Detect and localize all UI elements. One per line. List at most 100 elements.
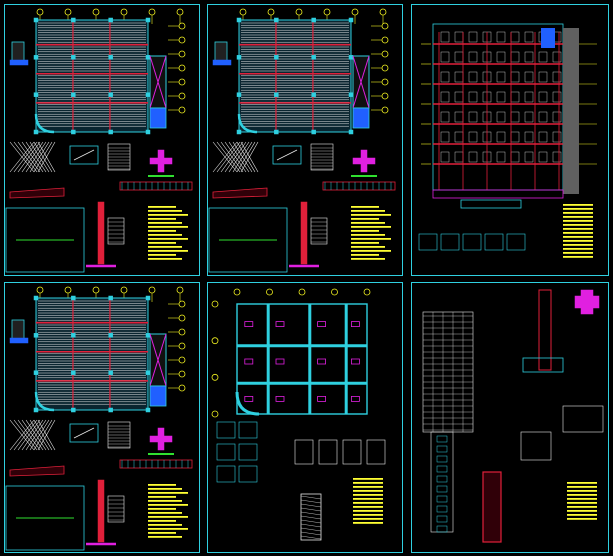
- window: [440, 91, 450, 103]
- grid-bubble: [178, 342, 186, 350]
- hatch: [33, 141, 53, 173]
- sheet-structural-details[interactable]: [411, 282, 609, 553]
- footing-section: [522, 357, 564, 373]
- hatch: [224, 141, 247, 173]
- window: [524, 71, 534, 83]
- hatch: [21, 141, 44, 173]
- section-strip: [9, 465, 65, 477]
- column: [236, 55, 242, 60]
- cross-detail: [352, 157, 376, 165]
- column: [33, 55, 39, 60]
- hatch: [232, 141, 253, 173]
- note-text: [351, 230, 379, 232]
- hatch: [17, 419, 41, 451]
- grid-bubble: [178, 50, 186, 58]
- beam-elevation: [119, 181, 193, 191]
- note-text: [563, 236, 593, 238]
- column: [311, 92, 316, 97]
- column: [108, 295, 113, 301]
- window: [552, 51, 562, 63]
- note-text: [148, 512, 182, 514]
- note-text: [351, 210, 385, 212]
- column-elevation: [538, 289, 552, 371]
- window: [524, 111, 534, 123]
- note-text: [567, 518, 597, 520]
- pile-hatch: [300, 503, 322, 508]
- note-text: [353, 522, 383, 524]
- column-schedule: [310, 217, 328, 245]
- section-strip: [212, 187, 268, 199]
- note-text: [351, 250, 391, 252]
- note-text: [563, 252, 593, 254]
- note-text: [148, 210, 182, 212]
- note-text: [563, 216, 593, 218]
- grid-bubble: [178, 78, 186, 86]
- window: [454, 91, 464, 103]
- note-text: [563, 256, 593, 258]
- pile-hatch: [300, 515, 322, 520]
- column: [71, 333, 76, 338]
- column: [108, 407, 113, 413]
- detail-box: [69, 423, 99, 443]
- foundation: [432, 189, 564, 199]
- window: [524, 51, 534, 63]
- window: [454, 51, 464, 63]
- pile-hatch: [300, 499, 322, 504]
- grid-bubble: [351, 8, 359, 16]
- column: [274, 92, 279, 97]
- note-text: [567, 482, 597, 484]
- column: [274, 129, 279, 135]
- grid-bubble: [178, 36, 186, 44]
- column: [108, 17, 113, 23]
- note-text: [148, 516, 188, 518]
- note-text: [148, 226, 188, 228]
- grid-bubble: [92, 286, 100, 294]
- column: [108, 129, 113, 135]
- note-text: [148, 238, 188, 240]
- hatch: [240, 141, 259, 173]
- window: [552, 151, 562, 163]
- window: [454, 31, 464, 43]
- grid-bubble: [381, 92, 389, 100]
- hatch: [33, 419, 53, 451]
- hatch: [228, 141, 250, 173]
- elevator-block: [149, 385, 167, 407]
- grid-bubble: [211, 337, 219, 345]
- note-text: [353, 502, 383, 504]
- note-text: [567, 510, 597, 512]
- column: [71, 17, 76, 23]
- note-text: [353, 478, 383, 480]
- column: [274, 17, 279, 23]
- notes-frame: [5, 485, 85, 551]
- footing-label: [317, 395, 327, 402]
- column: [145, 407, 151, 413]
- beam-elevation: [322, 181, 396, 191]
- note-text: [351, 246, 385, 248]
- note-text: [148, 500, 182, 502]
- grid-bubble: [178, 384, 186, 392]
- window: [440, 71, 450, 83]
- column: [145, 370, 151, 375]
- window: [538, 131, 548, 143]
- grid-bubble: [363, 288, 371, 296]
- sheet-foundation-plan[interactable]: [207, 282, 403, 553]
- grid-bubble: [331, 288, 338, 296]
- grid-bubble: [148, 286, 156, 294]
- detail-line: [73, 427, 95, 439]
- column: [348, 129, 354, 135]
- grid-bubble: [178, 64, 186, 72]
- detail-box: [69, 145, 99, 165]
- window: [468, 151, 478, 163]
- note-text: [148, 234, 182, 236]
- stirrup-shape: [436, 495, 448, 503]
- grid-bubble: [92, 8, 100, 16]
- pile-hatch: [300, 495, 322, 500]
- column: [71, 407, 76, 413]
- cross-detail: [149, 157, 173, 165]
- hatch: [21, 419, 44, 451]
- note-text: [351, 226, 391, 228]
- note-text: [351, 234, 385, 236]
- note-text: [351, 254, 379, 256]
- window: [538, 51, 548, 63]
- note-text: [563, 244, 593, 246]
